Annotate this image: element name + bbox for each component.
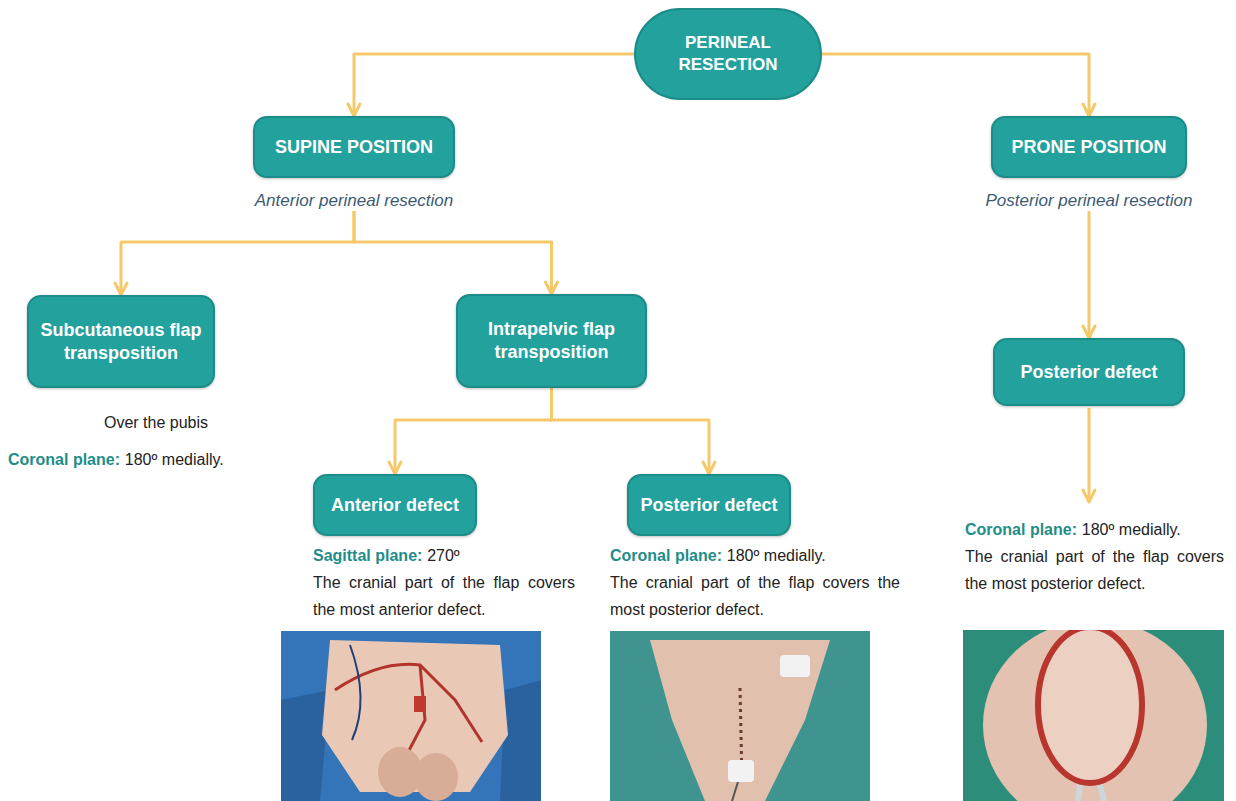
process-box: Anterior defectSagittal plane: 270ºThe cr… <box>313 474 575 623</box>
plane-name: Coronal plane: <box>965 521 1077 538</box>
plane-line: Coronal plane: 180º medially. <box>8 446 264 473</box>
box-outline: Anterior defect <box>313 474 477 536</box>
plane-value: 180º medially. <box>727 547 826 564</box>
connector-arrow <box>395 388 552 474</box>
connector-arrow <box>552 388 710 474</box>
plane-value: 180º medially. <box>125 451 224 468</box>
plane-line: Coronal plane: 180º medially. <box>610 542 900 569</box>
pill-content: PERINEAL RESECTION <box>634 8 822 100</box>
photo-thread <box>732 782 738 801</box>
plane-line: Sagittal plane: 270º <box>313 542 575 569</box>
photo-skin <box>983 630 1207 801</box>
photo-drape <box>610 631 870 801</box>
connector-arrow <box>1088 211 1091 338</box>
plane-name: Sagittal plane: <box>313 547 422 564</box>
process-box: Subcutaneous flap transpositionOver the … <box>8 295 264 473</box>
node-heading: Posterior defect <box>640 494 777 517</box>
node-note: Over the pubis <box>8 412 264 434</box>
box-outline: Intrapelvic flap transposition <box>456 294 647 388</box>
plane-name: Coronal plane: <box>8 451 120 468</box>
node-description: The cranial part of the flap covers the … <box>610 569 900 623</box>
surgical-photo <box>963 630 1224 801</box>
connector-arrow <box>121 211 354 295</box>
node-heading: Anterior defect <box>331 494 459 517</box>
node-subtitle: Posterior perineal resection <box>971 190 1207 211</box>
node-description: The cranial part of the flap covers the … <box>965 543 1224 597</box>
photo-drape <box>500 680 541 801</box>
node-description: The cranial part of the flap covers the … <box>313 569 575 623</box>
process-box: Posterior defectCoronal plane: 180º media… <box>610 474 900 623</box>
box-outline: Posterior defect <box>993 338 1185 406</box>
process-box: Intrapelvic flap transposition <box>456 294 647 388</box>
node-heading: Posterior defect <box>1020 361 1157 384</box>
node-subtitle: Anterior perineal resection <box>233 190 475 211</box>
connector-arrow <box>822 54 1089 116</box>
photo-gauze <box>728 760 754 782</box>
box-outline: SUPINE POSITION <box>253 116 455 178</box>
photo-drain <box>1078 785 1104 801</box>
photo-drape <box>281 631 541 801</box>
surgical-photo <box>610 631 870 801</box>
photo-gauze <box>780 655 810 677</box>
process-box: PRONE POSITION Posterior perineal resecti… <box>971 116 1207 211</box>
box-outline: PRONE POSITION <box>991 116 1187 178</box>
node-heading: Subcutaneous flap transposition <box>37 319 205 365</box>
connector-arrow <box>354 211 552 294</box>
process-box: Posterior defectCoronal plane: 180º media… <box>965 338 1224 597</box>
pill-outline <box>634 8 822 100</box>
plane-line: Coronal plane: 180º medially. <box>965 516 1224 543</box>
surgical-photo <box>281 631 541 801</box>
pill-outline <box>635 9 821 99</box>
photo-suture <box>335 664 482 742</box>
leader-arrow <box>1088 408 1091 502</box>
node-heading: Intrapelvic flap transposition <box>466 318 637 364</box>
photo-thread <box>350 645 361 740</box>
box-outline: Posterior defect <box>627 474 791 536</box>
photo-suture <box>405 665 425 758</box>
connector-arrow <box>354 54 634 116</box>
photo-flap <box>1038 630 1142 783</box>
plane-value: 180º medially. <box>1082 521 1181 538</box>
photo-skin <box>414 753 458 801</box>
node-heading: PERINEAL RESECTION <box>663 32 793 76</box>
node-heading: PRONE POSITION <box>1011 136 1166 159</box>
photo-drain <box>414 696 426 712</box>
node-heading: SUPINE POSITION <box>275 136 433 159</box>
plane-name: Coronal plane: <box>610 547 722 564</box>
process-box: SUPINE POSITION Anterior perineal resecti… <box>233 116 475 211</box>
photo-drape <box>281 690 330 801</box>
start-pill: PERINEAL RESECTION <box>634 8 822 100</box>
box-outline: Subcutaneous flap transposition <box>27 295 215 388</box>
plane-value: 270º <box>427 547 460 564</box>
photo-skin <box>650 640 830 801</box>
